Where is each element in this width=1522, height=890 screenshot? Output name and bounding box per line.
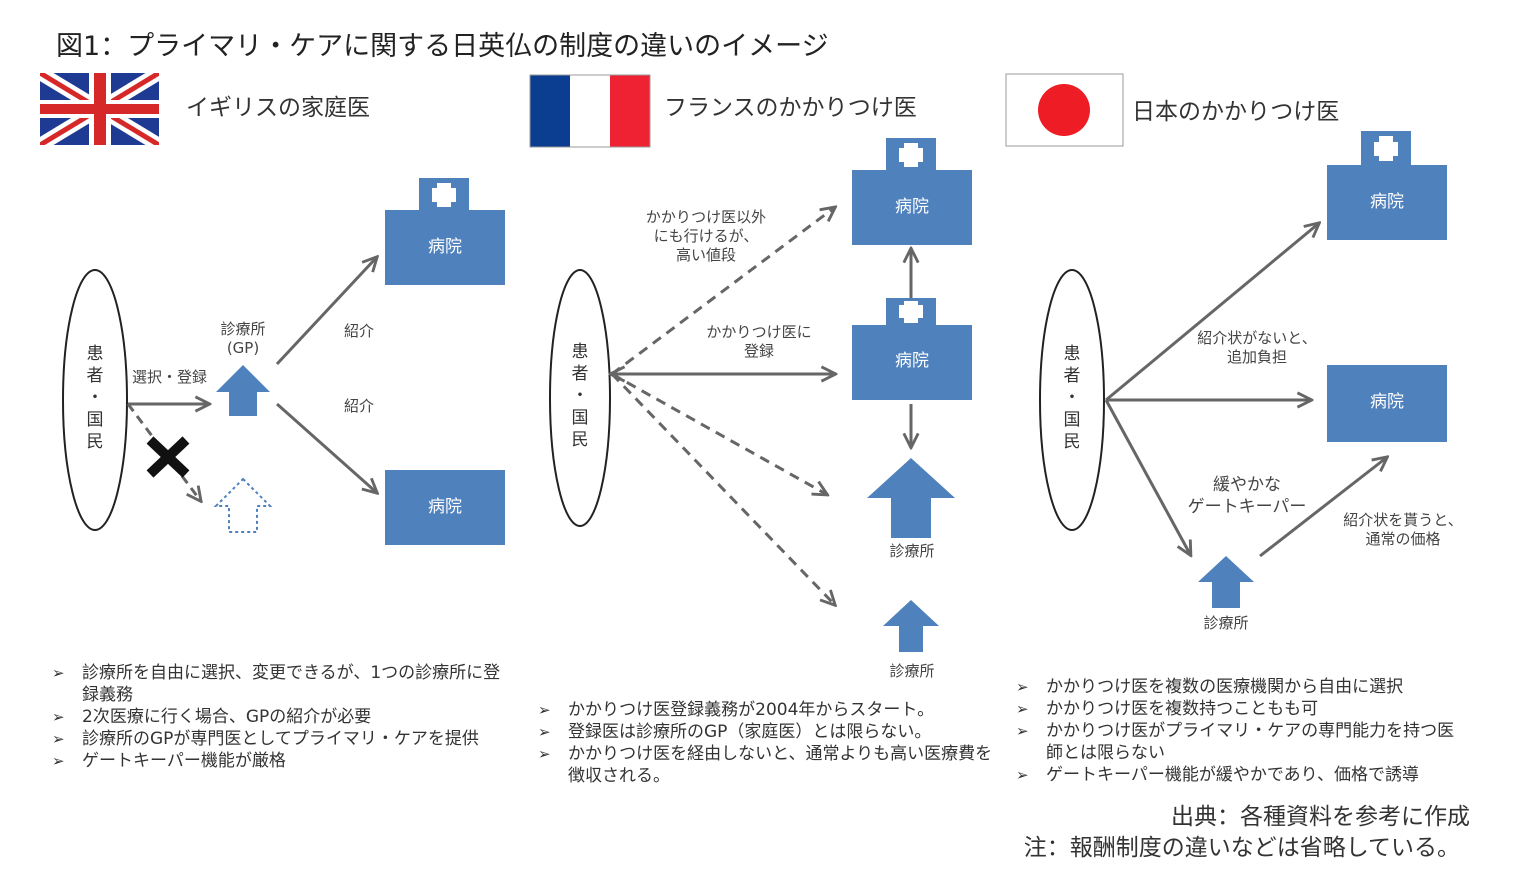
jp-clinic-arrow	[1104, 399, 1190, 554]
list-item: かかりつけ医がプライマリ・ケアの専門能力を持つ医師とは限らない	[1016, 720, 1464, 764]
uk-other-clinic-icon	[213, 477, 273, 533]
uk-flag-icon	[40, 73, 159, 145]
uk-clinic-icon	[216, 365, 270, 416]
france-heading: フランスのかかりつけ医	[664, 95, 917, 121]
list-item: 登録医は診療所のGP（家庭医）とは限らない。	[538, 721, 996, 743]
fr-clinic-icon-1	[867, 458, 955, 538]
jp-patient-label: 患者・国民	[1063, 344, 1081, 452]
note-text: 注：報酬制度の違いなどは省略している。	[1023, 835, 1460, 861]
jp-hospital-2: 病院	[1327, 365, 1447, 442]
uk-referral-label-1: 紹介	[344, 322, 375, 340]
list-item: ゲートキーパー機能が厳格	[52, 750, 508, 772]
uk-referral-arrow-1	[275, 258, 376, 366]
jp-patient-ellipse	[1039, 269, 1105, 531]
uk-patient-ellipse	[62, 269, 128, 531]
jp-hospital-2-label: 病院	[1370, 392, 1404, 412]
page-title: 図1：プライマリ・ケアに関する日英仏の制度の違いのイメージ	[56, 31, 829, 62]
list-item: かかりつけ医を経由しないと、通常よりも高い医療費を徴収される。	[538, 743, 996, 787]
fr-hospital-1-label: 病院	[895, 197, 929, 217]
fr-clinic-label-1: 診療所	[889, 542, 935, 560]
jp-hospital-arrow-1	[1105, 224, 1318, 402]
fr-register-label: かかりつけ医に登録	[706, 323, 812, 360]
uk-hospital-2: 病院	[385, 470, 505, 545]
jp-clinic-label: 診療所	[1203, 614, 1249, 632]
uk-referral-arrow-2	[276, 402, 376, 492]
source-text: 出典：各種資料を参考に作成	[1171, 804, 1470, 830]
list-item: かかりつけ医を複数持つこともも可	[1016, 698, 1464, 720]
uk-heading: イギリスの家庭医	[186, 95, 370, 121]
fr-patient-ellipse	[549, 269, 611, 527]
uk-patient-label: 患者・国民	[86, 344, 104, 452]
list-item: 2次医療に行く場合、GPの紹介が必要	[52, 706, 508, 728]
jp-clinic-icon	[1198, 556, 1254, 608]
fr-patient-label: 患者・国民	[571, 342, 589, 450]
cross-icon	[146, 436, 190, 478]
uk-hospital-1: 病院	[385, 178, 505, 285]
fr-clinic-arrow-2	[610, 372, 834, 604]
jp-bullet-list: かかりつけ医を複数の医療機関から自由に選択 かかりつけ医を複数持つこともも可 か…	[1016, 676, 1464, 786]
jp-letter-label: 紹介状を貰うと、通常の価格	[1343, 511, 1463, 548]
jp-hospital-1-label: 病院	[1370, 192, 1404, 212]
uk-hospital-1-label: 病院	[428, 237, 462, 257]
fr-clinic-label-2: 診療所	[889, 662, 935, 680]
list-item: 診療所を自由に選択、変更できるが、1つの診療所に登録義務	[52, 662, 508, 706]
uk-bullet-list: 診療所を自由に選択、変更できるが、1つの診療所に登録義務 2次医療に行く場合、G…	[52, 662, 508, 772]
france-flag-icon	[529, 74, 651, 148]
fr-clinic-icon-2	[883, 600, 939, 652]
uk-clinic-label: 診療所(GP)	[220, 320, 266, 357]
list-item: 診療所のGPが専門医としてプライマリ・ケアを提供	[52, 728, 508, 750]
fr-other-label: かかりつけ医以外にも行けるが、高い値段	[645, 208, 767, 264]
fr-hospital-2: 病院	[852, 298, 972, 400]
fr-hospital-2-label: 病院	[895, 351, 929, 371]
japan-flag-icon	[1005, 73, 1124, 147]
uk-hospital-2-label: 病院	[428, 497, 462, 517]
fr-bullet-list: かかりつけ医登録義務が2004年からスタート。 登録医は診療所のGP（家庭医）と…	[538, 699, 996, 787]
list-item: かかりつけ医を複数の医療機関から自由に選択	[1016, 676, 1464, 698]
list-item: ゲートキーパー機能が緩やかであり、価格で誘導	[1016, 764, 1464, 786]
japan-heading: 日本のかかりつけ医	[1132, 99, 1340, 125]
jp-referral-arrow	[1259, 458, 1386, 558]
jp-hospital-1: 病院	[1327, 131, 1447, 240]
uk-select-label: 選択・登録	[132, 368, 208, 386]
fr-other-arrow	[611, 208, 834, 376]
jp-loose-gatekeeper-label: 緩やかなゲートキーパー	[1187, 475, 1307, 517]
uk-referral-label-2: 紹介	[344, 397, 375, 415]
jp-no-letter-label: 紹介状がないと、追加負担	[1197, 329, 1317, 366]
fr-hospital-1: 病院	[852, 138, 972, 245]
list-item: かかりつけ医登録義務が2004年からスタート。	[538, 699, 996, 721]
fr-clinic-arrow-1	[611, 372, 826, 494]
